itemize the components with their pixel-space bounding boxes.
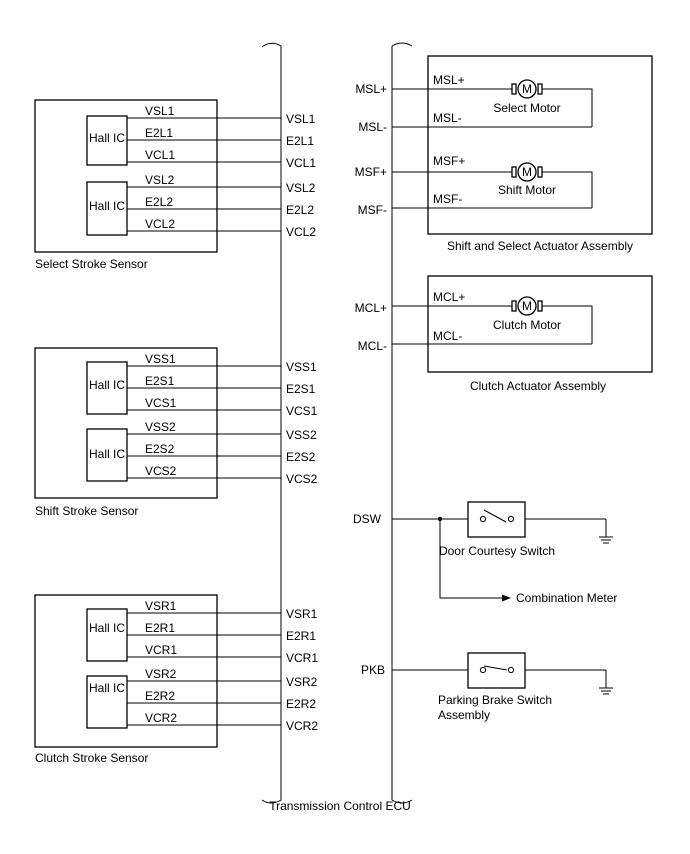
hall-ic-label: Hall IC [89, 378, 125, 392]
sensor-pin-label: VCS1 [145, 396, 177, 410]
sensor-pin-label: VSL1 [145, 104, 175, 118]
sensor-label: Shift Stroke Sensor [35, 504, 138, 518]
sensor-pin-label: VSR2 [145, 667, 177, 681]
ecu-pin-label: E2S1 [286, 382, 316, 396]
ecu-pin-label: MSL- [358, 120, 387, 134]
ecu-pin-label: MCL+ [355, 301, 387, 315]
sensor-pin-label: VSS1 [145, 352, 176, 366]
hall-ic-box [86, 675, 128, 729]
sensor-shift-stroke: Shift Stroke Sensor Hall IC Hall IC VSS1… [34, 347, 318, 518]
actuator-pin-label: MSF- [433, 192, 462, 206]
sensor-pin-label: VCR2 [145, 711, 177, 725]
hall-ic-label: Hall IC [89, 447, 125, 461]
actuator-shift-select: Shift and Select Actuator Assembly MSL+ … [355, 55, 653, 253]
ground-icon [599, 519, 613, 544]
sensor-pin-label: VCL1 [145, 148, 175, 162]
sensor-pin-label: E2R2 [145, 689, 175, 703]
ecu-label: Transmission Control ECU [269, 799, 411, 813]
motor-icon: M [511, 79, 543, 99]
door-courtesy-switch: DSW Combination Meter Door Courtesy Swit… [353, 501, 617, 605]
ecu-pin-label: E2S2 [286, 450, 316, 464]
motor-label: Select Motor [493, 101, 560, 115]
actuator-pin-label: MCL- [433, 329, 462, 343]
switch-label: Assembly [438, 708, 490, 722]
switch-icon [467, 501, 526, 538]
ecu-pin-label: VSL2 [286, 181, 316, 195]
sensor-clutch-stroke: Clutch Stroke Sensor Hall IC Hall IC VSR… [34, 594, 318, 765]
motor-symbol: M [522, 299, 532, 313]
hall-ic-label: Hall IC [89, 199, 125, 213]
sensor-pin-label: E2L2 [145, 195, 173, 209]
ecu-pin-label: VSL1 [286, 112, 316, 126]
actuator-label: Clutch Actuator Assembly [470, 379, 606, 393]
hall-ic-box [86, 361, 128, 415]
motor-label: Shift Motor [498, 183, 556, 197]
ecu-pin-label: MCL- [358, 339, 387, 353]
motor-symbol: M [522, 165, 532, 179]
hall-ic-label: Hall IC [89, 131, 125, 145]
actuator-pin-label: MCL+ [433, 290, 465, 304]
arrow-right-icon [502, 594, 511, 602]
sensor-pin-label: VSL2 [145, 173, 175, 187]
ecu-right-break [391, 42, 413, 804]
ecu-pin-label: VCS1 [286, 404, 318, 418]
sensor-pin-label: VCS2 [145, 464, 177, 478]
sensor-select-stroke: Select Stroke Sensor Hall IC Hall IC VSL… [34, 99, 316, 271]
sensor-pin-label: E2S1 [145, 374, 175, 388]
ecu-pin-label: VCR2 [286, 719, 318, 733]
ground-icon [599, 670, 613, 695]
sensor-pin-label: E2R1 [145, 621, 175, 635]
sensor-pin-label: VCL2 [145, 217, 175, 231]
hall-ic-box [86, 181, 128, 236]
motor-icon: M [511, 162, 543, 182]
actuator-pin-label: MSL+ [433, 73, 465, 87]
actuator-box [427, 275, 653, 373]
switch-icon [467, 652, 526, 689]
sensor-pin-label: VCR1 [145, 643, 177, 657]
ecu-left-break [261, 42, 282, 804]
ecu-pin-label: VSS2 [286, 428, 317, 442]
ecu-pin-label: VSR2 [286, 675, 318, 689]
branch-label: Combination Meter [516, 591, 617, 605]
motor-label: Clutch Motor [493, 318, 561, 332]
parking-brake-switch: PKB Parking Brake Switch Assembly [361, 652, 613, 722]
ecu-pin-label: E2R2 [286, 697, 316, 711]
ecu-pin-label: VSR1 [286, 607, 318, 621]
switch-label: Parking Brake Switch [438, 693, 552, 707]
switch-label: Door Courtesy Switch [439, 544, 555, 558]
ecu-pin-label: VCL2 [286, 225, 316, 239]
ecu-pin-label: VSS1 [286, 360, 317, 374]
ecu-pin-label: VCS2 [286, 472, 318, 486]
motor-icon: M [511, 296, 543, 316]
hall-ic-box [86, 115, 128, 166]
sensor-pin-label: VSR1 [145, 599, 177, 613]
sensor-pin-label: E2L1 [145, 126, 173, 140]
ecu-pin-label: VCL1 [286, 156, 316, 170]
motor-symbol: M [522, 82, 532, 96]
sensor-label: Select Stroke Sensor [35, 257, 148, 271]
hall-ic-label: Hall IC [89, 621, 125, 635]
ecu-pin-label: E2R1 [286, 629, 316, 643]
ecu-pin-label: VCR1 [286, 651, 318, 665]
ecu-pin-label: MSF- [358, 203, 387, 217]
actuator-clutch: Clutch Actuator Assembly MCL+ MCL- MCL+ … [355, 275, 653, 393]
ecu-pin-label: MSF+ [355, 165, 387, 179]
ecu-pin-label: PKB [361, 663, 385, 677]
ecu-pin-label: DSW [353, 512, 382, 526]
actuator-pin-label: MSL- [433, 111, 462, 125]
hall-ic-box [86, 608, 128, 662]
hall-ic-label: Hall IC [89, 681, 125, 695]
hall-ic-box [86, 428, 128, 482]
ecu-pin-label: E2L1 [286, 134, 314, 148]
actuator-pin-label: MSF+ [433, 154, 465, 168]
ecu-pin-label: E2L2 [286, 203, 314, 217]
sensor-pin-label: E2S2 [145, 442, 175, 456]
sensor-label: Clutch Stroke Sensor [35, 751, 148, 765]
actuator-label: Shift and Select Actuator Assembly [447, 239, 633, 253]
ecu-pin-label: MSL+ [355, 82, 387, 96]
ecu: Transmission Control ECU [261, 42, 413, 813]
sensor-pin-label: VSS2 [145, 420, 176, 434]
